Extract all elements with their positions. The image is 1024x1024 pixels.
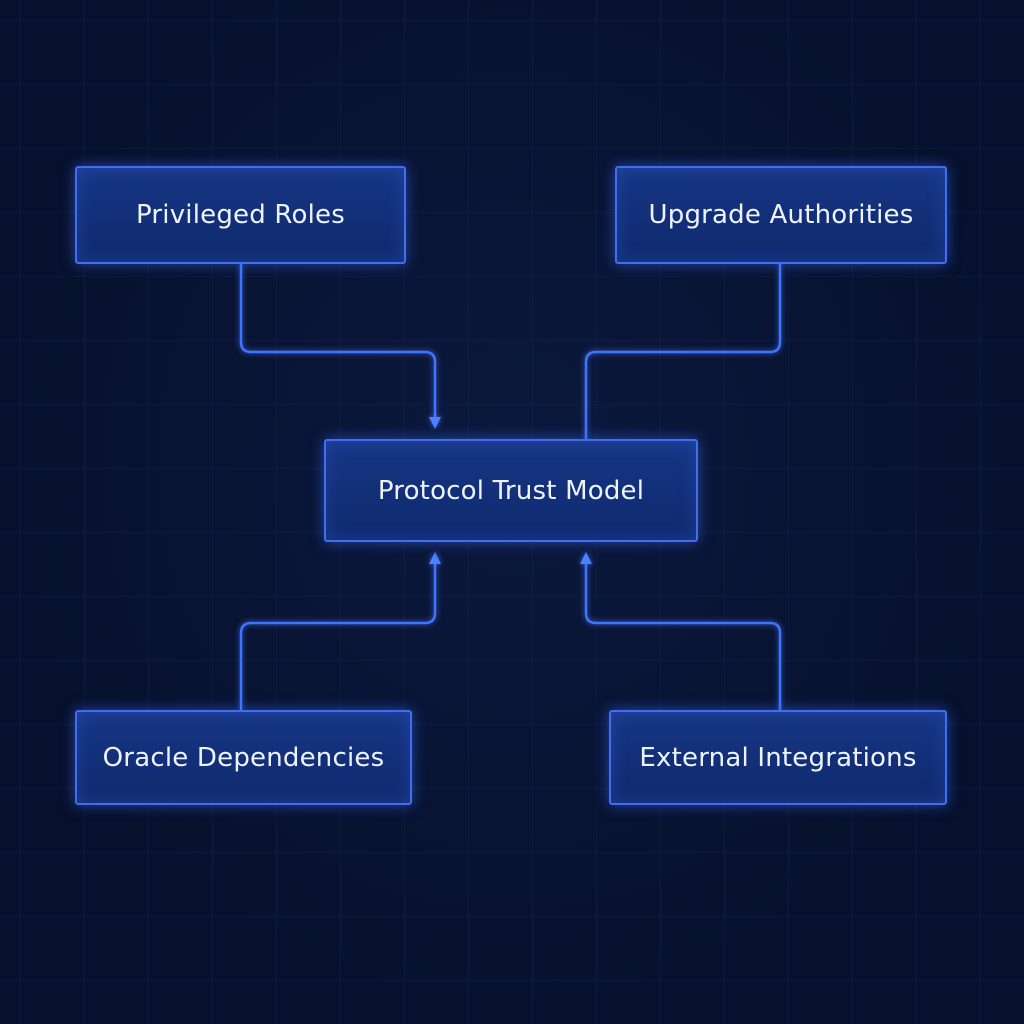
node-external-integrations[interactable]: External Integrations: [609, 710, 947, 805]
node-label: External Integrations: [639, 742, 917, 773]
node-privileged-roles[interactable]: Privileged Roles: [75, 166, 406, 264]
arrow-into-center-from-external: [580, 552, 592, 564]
node-label: Upgrade Authorities: [648, 200, 914, 230]
node-protocol-trust-model[interactable]: Protocol Trust Model: [324, 439, 698, 542]
edge-upgrade-to-center: [584, 264, 782, 439]
node-oracle-dependencies[interactable]: Oracle Dependencies: [75, 710, 412, 805]
node-upgrade-authorities[interactable]: Upgrade Authorities: [615, 166, 947, 264]
edge-privileged-to-center: [239, 264, 437, 418]
edge-oracle-to-center: [239, 563, 437, 710]
arrow-into-center-from-oracle: [429, 552, 441, 564]
edge-external-to-center: [584, 563, 782, 710]
node-label: Oracle Dependencies: [102, 742, 385, 773]
node-label: Privileged Roles: [135, 200, 345, 230]
node-label: Protocol Trust Model: [377, 475, 645, 506]
arrow-into-center-from-privileged: [429, 417, 441, 429]
